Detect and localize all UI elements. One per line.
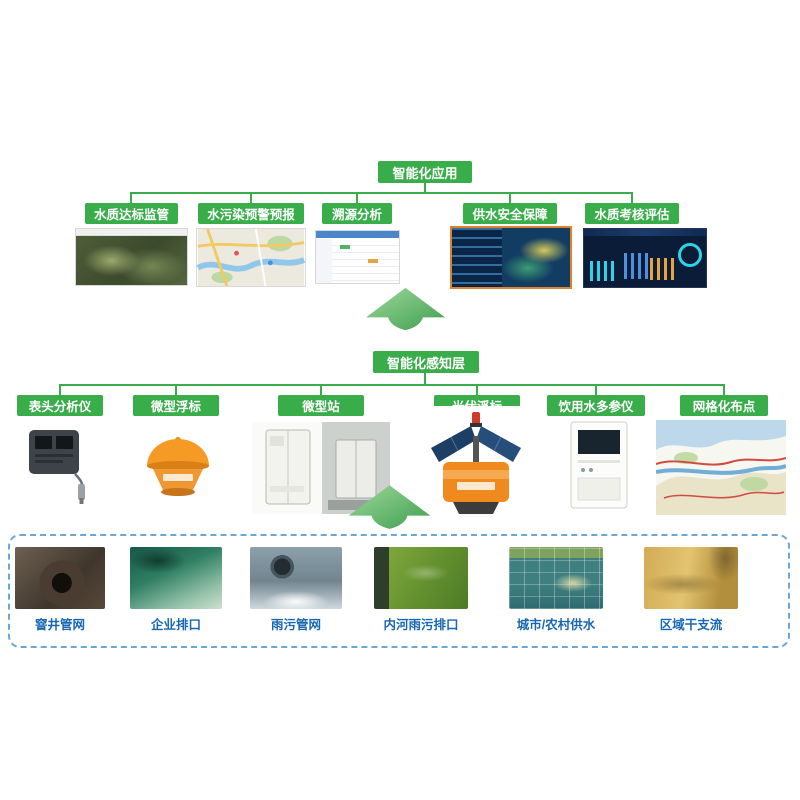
connector-line	[595, 384, 597, 395]
connector-line	[320, 384, 322, 395]
scene-label-regional-streams: 区域干支流	[659, 618, 723, 632]
scene-label-urban-rural-supply: 城市/农村供水	[516, 618, 596, 632]
monitoring-scenes-container	[8, 534, 790, 648]
app-label-pollution-warning-forecast: 水污染预警预报	[198, 203, 304, 224]
sensor-label-multiparameter-instrument: 饮用水多参仪	[547, 395, 645, 416]
scene-label-enterprise-outlet: 企业排口	[150, 618, 201, 632]
applications-layer-header: 智能化应用	[378, 161, 472, 183]
scene-label-rain-sewage-network: 雨污管网	[270, 618, 321, 632]
satellite-map-screenshot	[75, 228, 188, 286]
inland-river-outlet-photo	[374, 547, 468, 609]
connector-line	[631, 192, 633, 203]
up-arrow-icon	[342, 484, 437, 532]
connector-line	[476, 384, 478, 395]
sensor-label-analyzer: 表头分析仪	[17, 395, 103, 416]
dashboard-map-panel	[501, 228, 570, 287]
app-label-traceability-analysis: 溯源分析	[322, 203, 392, 224]
scene-label-inland-river-outlet: 内河雨污排口	[383, 618, 459, 632]
connector-line	[59, 384, 61, 395]
app-label-quality-assessment: 水质考核评估	[585, 203, 679, 224]
micro-station-photo	[252, 422, 390, 514]
connector-line	[723, 384, 725, 395]
satellite-terrain	[76, 236, 187, 285]
app-label-water-supply-safety: 供水安全保障	[463, 203, 557, 224]
dashboard-title-bar	[584, 229, 706, 236]
regional-streams-photo	[644, 547, 738, 609]
screenshot-toolbar	[76, 229, 187, 236]
table-header-bar	[316, 231, 399, 238]
bar-chart-mini	[624, 253, 648, 279]
analyzer-device-photo	[15, 424, 107, 506]
micro-buoy-photo	[133, 428, 223, 506]
table-chip	[340, 245, 350, 249]
table-chip	[368, 259, 378, 263]
manhole-pipe-photo	[15, 547, 105, 609]
bar-chart-mini	[650, 258, 676, 280]
grid-layout-map-photo	[656, 420, 786, 515]
connector-line	[424, 373, 426, 384]
connector-line	[250, 192, 252, 203]
connector-line	[130, 192, 132, 203]
rain-sewage-pipe-photo	[250, 547, 342, 609]
enterprise-outlet-photo	[130, 547, 222, 609]
app-label-water-quality-supervision: 水质达标监管	[85, 203, 178, 224]
water-supply-dashboard-screenshot	[450, 226, 572, 289]
sensor-label-micro-station: 微型站	[278, 395, 364, 416]
dashboard-left-panel	[452, 228, 502, 287]
scene-label-manhole-network: 窨井管网	[34, 618, 85, 632]
table-rows	[316, 239, 399, 283]
connector-line	[175, 384, 177, 395]
bar-chart-mini	[590, 261, 616, 281]
connector-line	[356, 192, 358, 203]
urban-rural-water-supply-photo	[509, 547, 603, 609]
connector-line	[59, 384, 725, 386]
donut-chart-mini	[678, 243, 702, 267]
city-map-screenshot	[196, 228, 306, 287]
connector-line	[509, 192, 511, 203]
perception-layer-header: 智能化感知层	[373, 351, 479, 373]
sensor-label-grid-layout: 网格化布点	[680, 395, 768, 416]
connector-line	[424, 183, 426, 192]
city-map-graphic	[197, 229, 305, 286]
analysis-table-screenshot	[315, 230, 400, 284]
connector-line	[130, 192, 633, 194]
multiparameter-instrument-photo	[551, 418, 645, 516]
assessment-dashboard-screenshot	[583, 228, 707, 288]
sensor-label-micro-buoy: 微型浮标	[133, 395, 219, 416]
solar-buoy-photo	[419, 406, 533, 520]
up-arrow-icon	[358, 287, 453, 333]
